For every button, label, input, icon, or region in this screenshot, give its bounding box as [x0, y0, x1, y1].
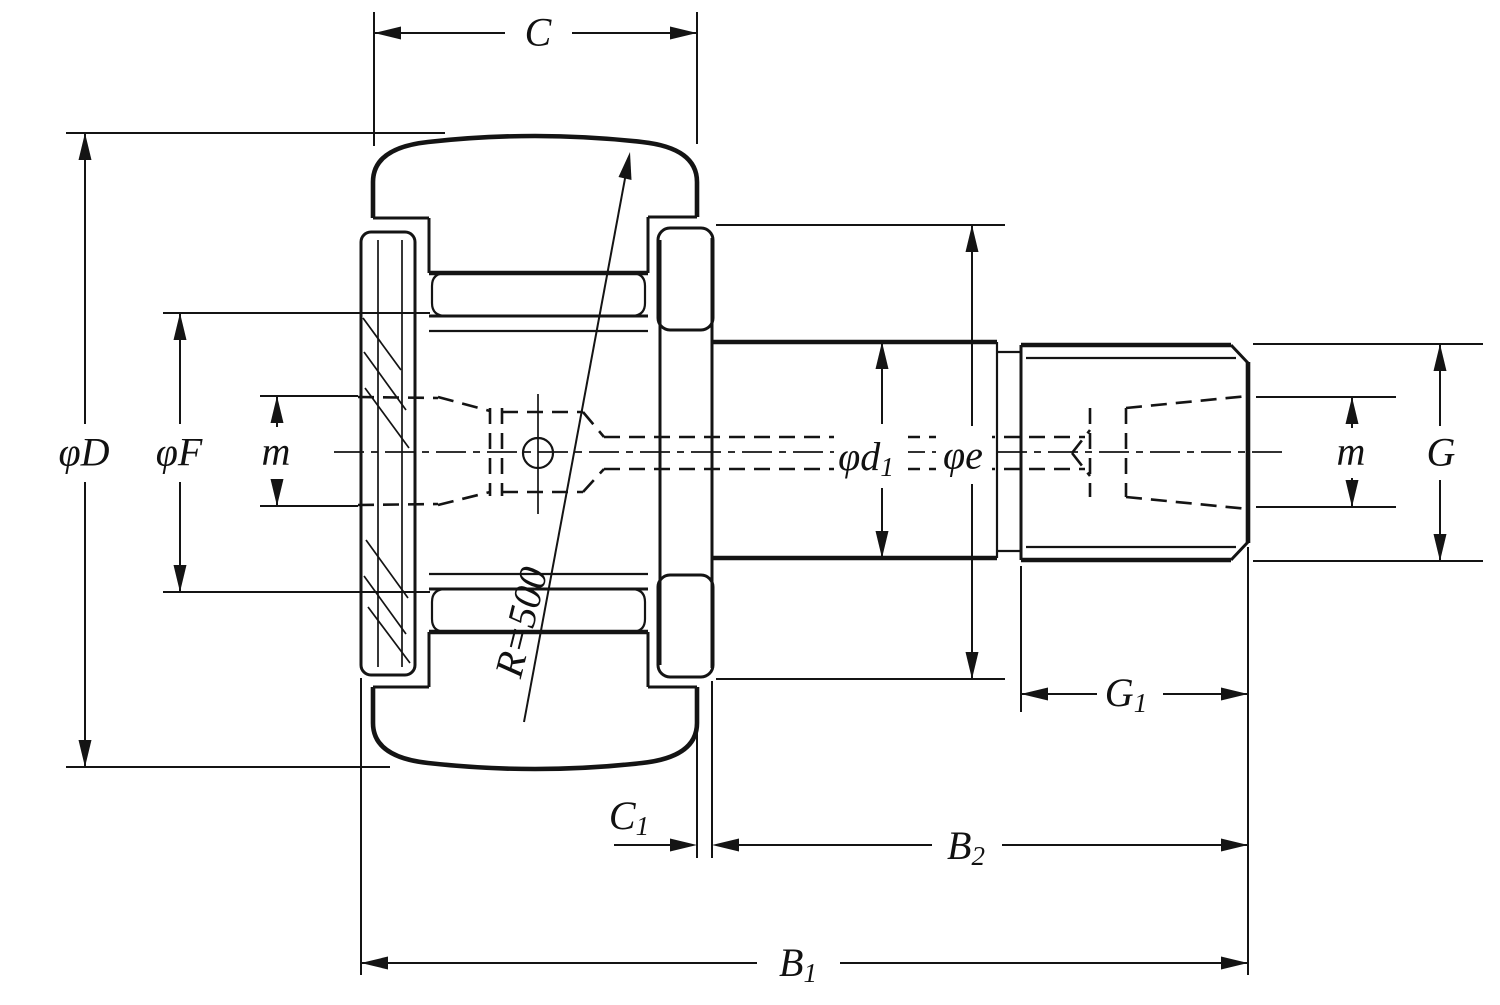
stud-raceway-lines	[429, 314, 648, 591]
arrowhead	[1221, 687, 1248, 701]
arrowhead	[374, 26, 401, 40]
label-m-right: m	[1337, 429, 1366, 474]
dimension-C1: C1	[609, 681, 713, 858]
dimension-phi-e: φe	[716, 224, 1005, 680]
arrowhead	[270, 479, 284, 506]
dimension-G: G	[1253, 343, 1483, 562]
label-background	[936, 430, 992, 480]
thread-end-chamfer	[1229, 343, 1250, 562]
arrowhead	[1345, 480, 1359, 507]
dimension-G1: G1	[1020, 566, 1248, 719]
arrowhead	[78, 133, 92, 160]
label-phiF: φF	[156, 430, 203, 475]
dimension-phiF: φF	[156, 312, 430, 593]
arrowhead	[361, 956, 388, 970]
arrowhead	[965, 225, 979, 252]
arrowhead	[1433, 534, 1447, 561]
dimension-phiD: φD	[58, 132, 445, 768]
side-washer	[359, 230, 417, 677]
arrowhead	[270, 396, 284, 423]
crown-radius-leader	[523, 156, 630, 723]
grease-hole	[521, 436, 555, 470]
roller-crown-bottom	[370, 687, 700, 772]
label-C1: C1	[609, 793, 649, 842]
stud-d1-outline	[713, 339, 997, 561]
label-B1: B1	[779, 940, 817, 989]
arrowhead	[618, 152, 632, 180]
arrowhead	[1433, 344, 1447, 371]
arrowhead	[875, 342, 889, 369]
dimension-B1: B1	[360, 678, 1248, 989]
raceway-shoulder-lines	[429, 329, 648, 576]
flange-plate-top	[656, 226, 715, 332]
outer-ring-bore-lines	[429, 270, 648, 635]
label-B2: B2	[947, 823, 985, 872]
dimension-B2-lines	[739, 547, 1249, 975]
label-C: C	[525, 10, 553, 55]
dimension-m-left-lines	[260, 395, 358, 507]
needle-roller-end-caps	[430, 271, 647, 634]
label-phi-d1: φd1	[838, 434, 894, 483]
dimension-C1-lines	[614, 681, 713, 858]
dimension-C: C	[373, 10, 698, 146]
thread-minor-lines	[1026, 356, 1236, 549]
arrowhead	[78, 740, 92, 767]
dimension-phi-d1: φd1	[834, 342, 908, 558]
arrowhead	[965, 652, 979, 679]
label-background	[834, 430, 908, 480]
dimension-C-lines	[373, 12, 698, 146]
dimension-phiD-lines	[66, 132, 445, 768]
label-crown-radius: R=500	[485, 562, 556, 682]
arrowhead	[1021, 687, 1048, 701]
outer-ring-roller	[370, 133, 700, 772]
dimension-m-right-lines	[1256, 396, 1396, 508]
roller-crown-top	[370, 133, 700, 218]
dimension-B1-lines	[360, 678, 1248, 975]
arrowhead	[173, 565, 187, 592]
arrowhead	[173, 313, 187, 340]
arrowhead	[670, 838, 697, 852]
dimension-m-right: m	[1256, 396, 1396, 508]
arrowhead	[670, 26, 697, 40]
stud-shaft	[713, 339, 1251, 563]
arrowhead	[1345, 397, 1359, 424]
thread-relief-groove	[995, 342, 1021, 558]
right-socket-hidden-lines	[1070, 394, 1249, 511]
dimension-G-lines	[1253, 343, 1483, 562]
arrowhead	[712, 838, 739, 852]
label-phi-e: φe	[943, 433, 983, 478]
dimension-B2: B2	[712, 547, 1249, 975]
arrowhead	[875, 531, 889, 558]
label-G1: G1	[1105, 670, 1147, 719]
label-G: G	[1427, 430, 1456, 475]
label-phiD: φD	[58, 430, 109, 475]
washer-chamfer-lines	[377, 240, 403, 667]
washer-outline	[359, 230, 417, 677]
dimension-phi-e-lines	[716, 224, 1005, 680]
arrowhead	[1221, 956, 1248, 970]
washer-hatching	[362, 317, 411, 664]
thread-major-outline	[1021, 342, 1231, 563]
arrowhead	[1221, 838, 1248, 852]
dimension-m-left: m	[260, 395, 358, 507]
dimension-phiF-lines	[163, 312, 430, 593]
flange-plate-bottom	[656, 573, 715, 679]
left-socket-hidden-lines	[357, 395, 605, 507]
roller-recess-steps	[373, 215, 697, 689]
label-m-left: m	[262, 429, 291, 474]
